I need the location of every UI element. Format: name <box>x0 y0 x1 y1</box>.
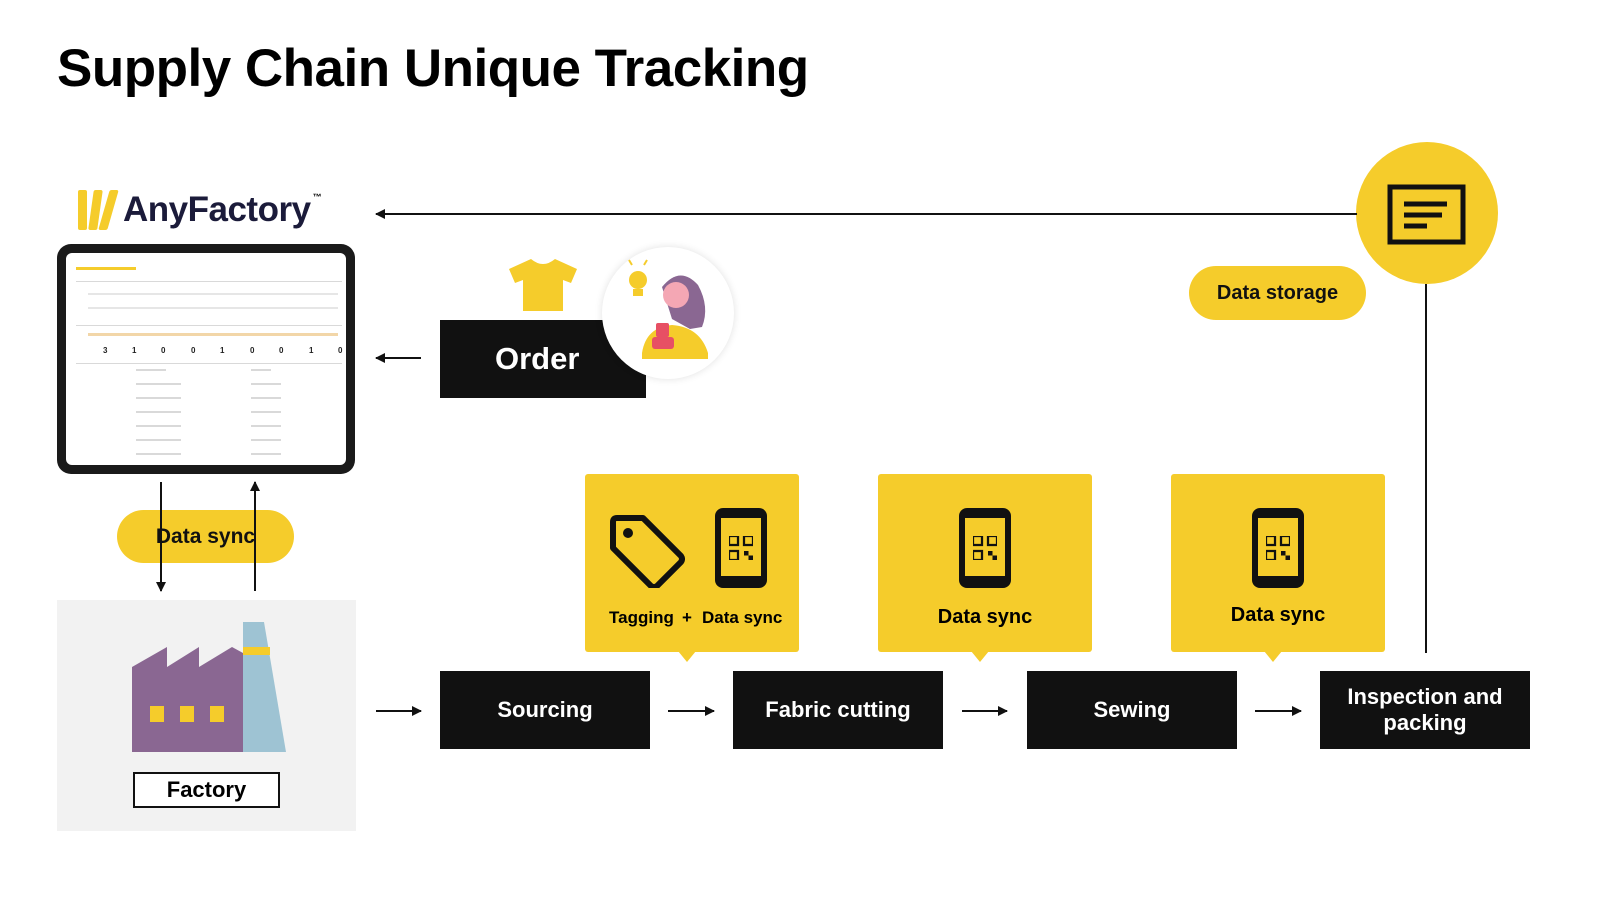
order-label: Order <box>495 341 580 376</box>
data-sync-callout: Data sync <box>878 474 1092 662</box>
tag-icon <box>610 515 685 588</box>
plus-sign: + <box>682 608 692 627</box>
dashboard-screen: 3 1 0 0 1 0 0 1 0 <box>66 253 346 465</box>
stage-sewing: Sewing <box>1027 671 1237 749</box>
dashboard-count: 1 <box>220 346 225 355</box>
dashboard-count: 1 <box>309 346 314 355</box>
logo-trademark: ™ <box>312 192 322 202</box>
dashboard-count: 1 <box>132 346 137 355</box>
data-sync-pill: Data sync <box>117 510 294 563</box>
dashboard-count: 0 <box>250 346 255 355</box>
stage-inspection-and-packing: Inspection and packing <box>1320 671 1530 749</box>
phone-qr-icon <box>1252 508 1304 588</box>
phone-qr-icon <box>959 508 1011 588</box>
data-sync-label: Data sync <box>702 608 783 627</box>
dashboard-count: 0 <box>191 346 196 355</box>
dashboard-count: 3 <box>103 346 108 355</box>
data-sync-label: Data sync <box>937 606 1033 628</box>
stage-sourcing: Sourcing <box>440 671 650 749</box>
dashboard-count: 0 <box>161 346 166 355</box>
tablet-dashboard: 3 1 0 0 1 0 0 1 0 <box>57 244 355 474</box>
tagging-label: Tagging <box>609 608 674 627</box>
data-storage-pill: Data storage <box>1189 266 1366 320</box>
tagging-callout: Tagging + Data sync <box>585 474 799 662</box>
t-shirt-icon <box>509 259 577 311</box>
stage-fabric-cutting: Fabric cutting <box>733 671 943 749</box>
data-sync-callout: Data sync <box>1171 474 1385 662</box>
phone-qr-icon <box>715 508 767 588</box>
logo-text: AnyFactory <box>123 190 311 229</box>
document-icon <box>1387 184 1466 245</box>
dashboard-count: 0 <box>338 346 343 355</box>
factory-label: Factory <box>133 772 280 808</box>
page-title: Supply Chain Unique Tracking <box>57 39 809 98</box>
dashboard-count: 0 <box>279 346 284 355</box>
logo-bars-icon <box>78 190 119 230</box>
factory-icon <box>132 622 286 752</box>
person-with-lightbulb-icon <box>602 247 734 379</box>
data-storage-circle <box>1356 142 1498 284</box>
data-sync-label: Data sync <box>1230 604 1326 626</box>
anyfactory-logo: AnyFactory ™ <box>78 188 322 232</box>
